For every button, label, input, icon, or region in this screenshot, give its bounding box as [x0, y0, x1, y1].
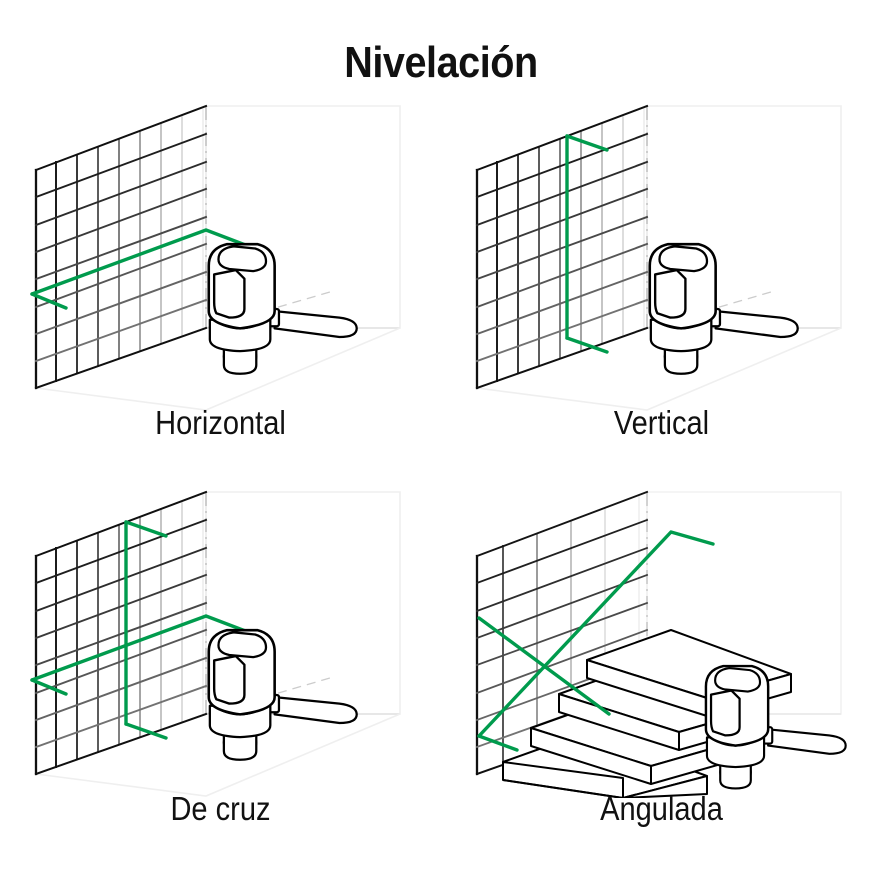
- page-title: Nivelación: [344, 38, 538, 87]
- panel-cross: De cruz: [0, 478, 441, 864]
- laser-device: [207, 628, 359, 762]
- illustration-vertical: [475, 104, 842, 411]
- panel-vertical: Vertical: [441, 92, 882, 478]
- panel-label-horizontal: Horizontal: [155, 404, 286, 441]
- panel-grid: Horizontal: [0, 92, 882, 864]
- panel-label-cross: De cruz: [170, 790, 271, 827]
- grid-wall: [475, 104, 649, 390]
- grid-wall: [34, 104, 208, 390]
- panel-label-vertical: Vertical: [613, 404, 710, 441]
- illustration-cross: [30, 490, 401, 797]
- illustration-horizontal: [30, 104, 401, 411]
- panel-angled: Angulada: [441, 478, 882, 864]
- panel-label-angled: Angulada: [600, 790, 723, 827]
- laser-line-diagonal: [477, 530, 715, 752]
- laser-device: [207, 242, 359, 376]
- grid-wall: [34, 490, 208, 776]
- laser-device: [648, 242, 800, 376]
- illustration-angled: [475, 490, 847, 798]
- laser-line-vertical: [565, 134, 609, 354]
- laser-line-horizontal: [30, 228, 250, 310]
- laser-line-cross: [30, 520, 250, 740]
- panel-horizontal: Horizontal: [0, 92, 441, 478]
